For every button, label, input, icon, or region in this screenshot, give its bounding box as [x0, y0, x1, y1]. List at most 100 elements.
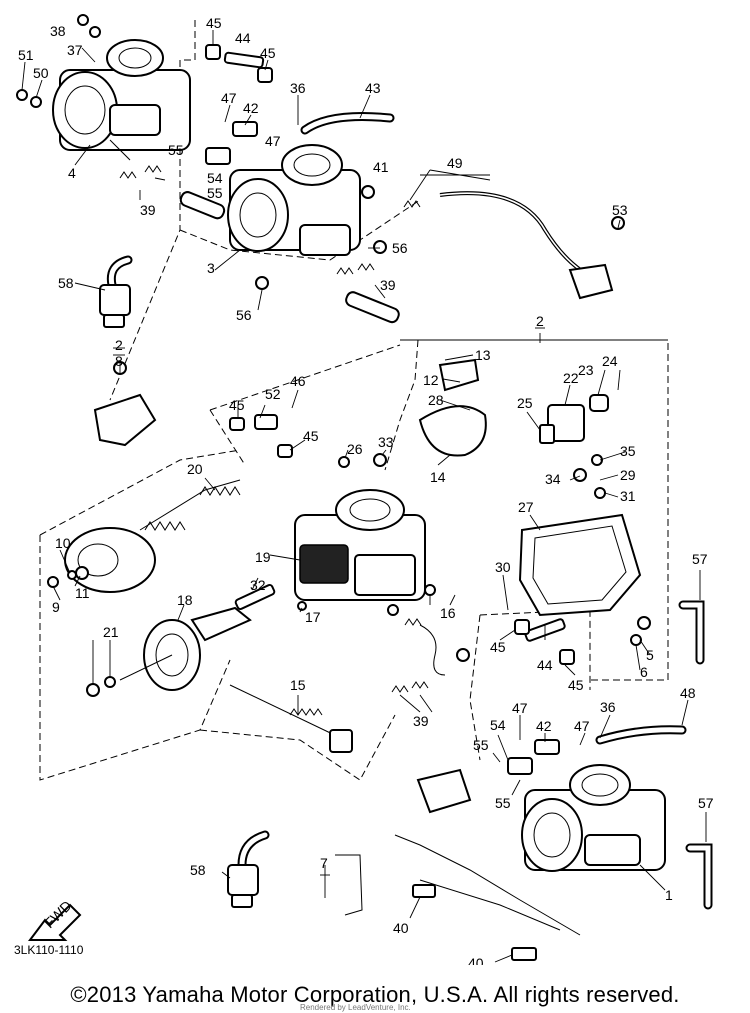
diaphragm-cover-20 [64, 479, 241, 593]
carburetor-body-19 [294, 489, 426, 601]
callout-9: 9 [52, 599, 60, 615]
callout-52: 52 [265, 386, 281, 402]
carburetor-assembly-3 [227, 144, 361, 256]
callout-42: 42 [536, 718, 552, 734]
choke-lever-8 [93, 393, 157, 447]
float-chamber-27 [518, 513, 642, 617]
callout-18: 18 [177, 592, 193, 608]
callout-55: 55 [168, 142, 184, 158]
callout-23: 23 [578, 362, 594, 378]
callout-21: 21 [103, 624, 119, 640]
bracket-53 [568, 263, 614, 300]
callout-43: 43 [365, 80, 381, 96]
callout-10: 10 [55, 535, 71, 551]
callout-44: 44 [537, 657, 553, 673]
exploded-parts-diagram: FWD [16, 14, 714, 965]
callout-40: 40 [393, 920, 409, 936]
callout-6: 6 [640, 664, 648, 680]
callout-3: 3 [207, 260, 215, 276]
copyright-notice: ©2013 Yamaha Motor Corporation, U.S.A. A… [70, 982, 680, 1007]
callout-47: 47 [574, 718, 590, 734]
callout-5: 5 [646, 647, 654, 663]
callout-39: 39 [380, 277, 396, 293]
callout-1: 1 [665, 887, 673, 903]
callout-38: 38 [50, 23, 66, 39]
callout-15: 15 [290, 677, 306, 693]
callout-56: 56 [392, 240, 408, 256]
callout-16: 16 [440, 605, 456, 621]
callout-24: 24 [602, 353, 618, 369]
callout-37: 37 [67, 42, 83, 58]
callout-45: 45 [303, 428, 319, 444]
callout-4: 4 [68, 165, 76, 181]
callout-49: 49 [447, 155, 463, 171]
callout-33: 33 [378, 434, 394, 450]
callout-31: 31 [620, 488, 636, 504]
callout-36: 36 [290, 80, 306, 96]
spring-20 [144, 486, 241, 531]
callout-47: 47 [221, 90, 237, 106]
callout-48: 48 [680, 685, 696, 701]
forward-arrow-icon: FWD [28, 897, 82, 941]
overflow-hose-57-lower [685, 843, 713, 910]
assembly-outline-left [39, 449, 396, 781]
intake-joint-58-lower [227, 830, 270, 908]
linkage-bracket-upper [418, 358, 487, 457]
callout-30: 30 [495, 559, 511, 575]
callout-57: 57 [698, 795, 714, 811]
fuel-hose-48 [595, 725, 687, 745]
callout-45: 45 [260, 45, 276, 61]
pipe-32 [234, 584, 276, 610]
callout-41: 41 [373, 159, 389, 175]
callout-44: 44 [235, 30, 251, 46]
callout-26: 26 [347, 441, 363, 457]
carburetor-assembly-1 [521, 764, 666, 872]
callout-45: 45 [568, 677, 584, 693]
callout-54: 54 [207, 170, 223, 186]
callout-45: 45 [206, 15, 222, 31]
intake-joint-58-upper [99, 255, 133, 328]
callout-2: 2 [536, 313, 544, 329]
hardware-small-parts [16, 14, 651, 775]
overflow-hose-57-upper [678, 600, 705, 665]
callout-17: 17 [305, 609, 321, 625]
callout-7: 7 [320, 855, 328, 871]
callout-51: 51 [18, 47, 34, 63]
callout-numbers: 38 37 51 50 4 45 44 45 36 43 47 42 47 55… [18, 15, 714, 965]
callout-27: 27 [518, 499, 534, 515]
callout-20: 20 [187, 461, 203, 477]
callout-58: 58 [58, 275, 74, 291]
callout-35: 35 [620, 443, 636, 459]
diaphragm-18 [119, 606, 252, 691]
callout-8: 8 [115, 353, 123, 369]
callout-11: 11 [75, 585, 90, 601]
callout-56: 56 [236, 307, 252, 323]
callout-47: 47 [265, 133, 281, 149]
connecting-bracket-7-40 [335, 834, 581, 961]
callout-39: 39 [413, 713, 429, 729]
callout-55: 55 [473, 737, 489, 753]
diagram-code: 3LK110-1110 [14, 943, 84, 957]
callout-45: 45 [490, 639, 506, 655]
callout-19: 19 [255, 549, 271, 565]
callout-36: 36 [600, 699, 616, 715]
callout-53: 53 [612, 202, 628, 218]
callout-55: 55 [207, 185, 223, 201]
callout-55: 55 [495, 795, 511, 811]
fuel-hose-43 [300, 112, 395, 135]
callout-34: 34 [545, 471, 561, 487]
callout-57: 57 [692, 551, 708, 567]
pipe-upper-middle [179, 191, 400, 324]
throttle-cable-49 [439, 191, 601, 282]
callout-39: 39 [140, 202, 156, 218]
callout-25: 25 [517, 395, 533, 411]
callout-50: 50 [33, 65, 49, 81]
callout-28: 28 [428, 392, 444, 408]
callout-12: 12 [423, 372, 439, 388]
watermark: Rendered by LeadVenture, Inc. [300, 1003, 411, 1012]
throttle-lever-lower [416, 624, 472, 814]
callout-46: 46 [290, 373, 306, 389]
callout-13: 13 [475, 347, 491, 363]
leader-lines [21, 30, 707, 963]
callout-32: 32 [250, 577, 266, 593]
